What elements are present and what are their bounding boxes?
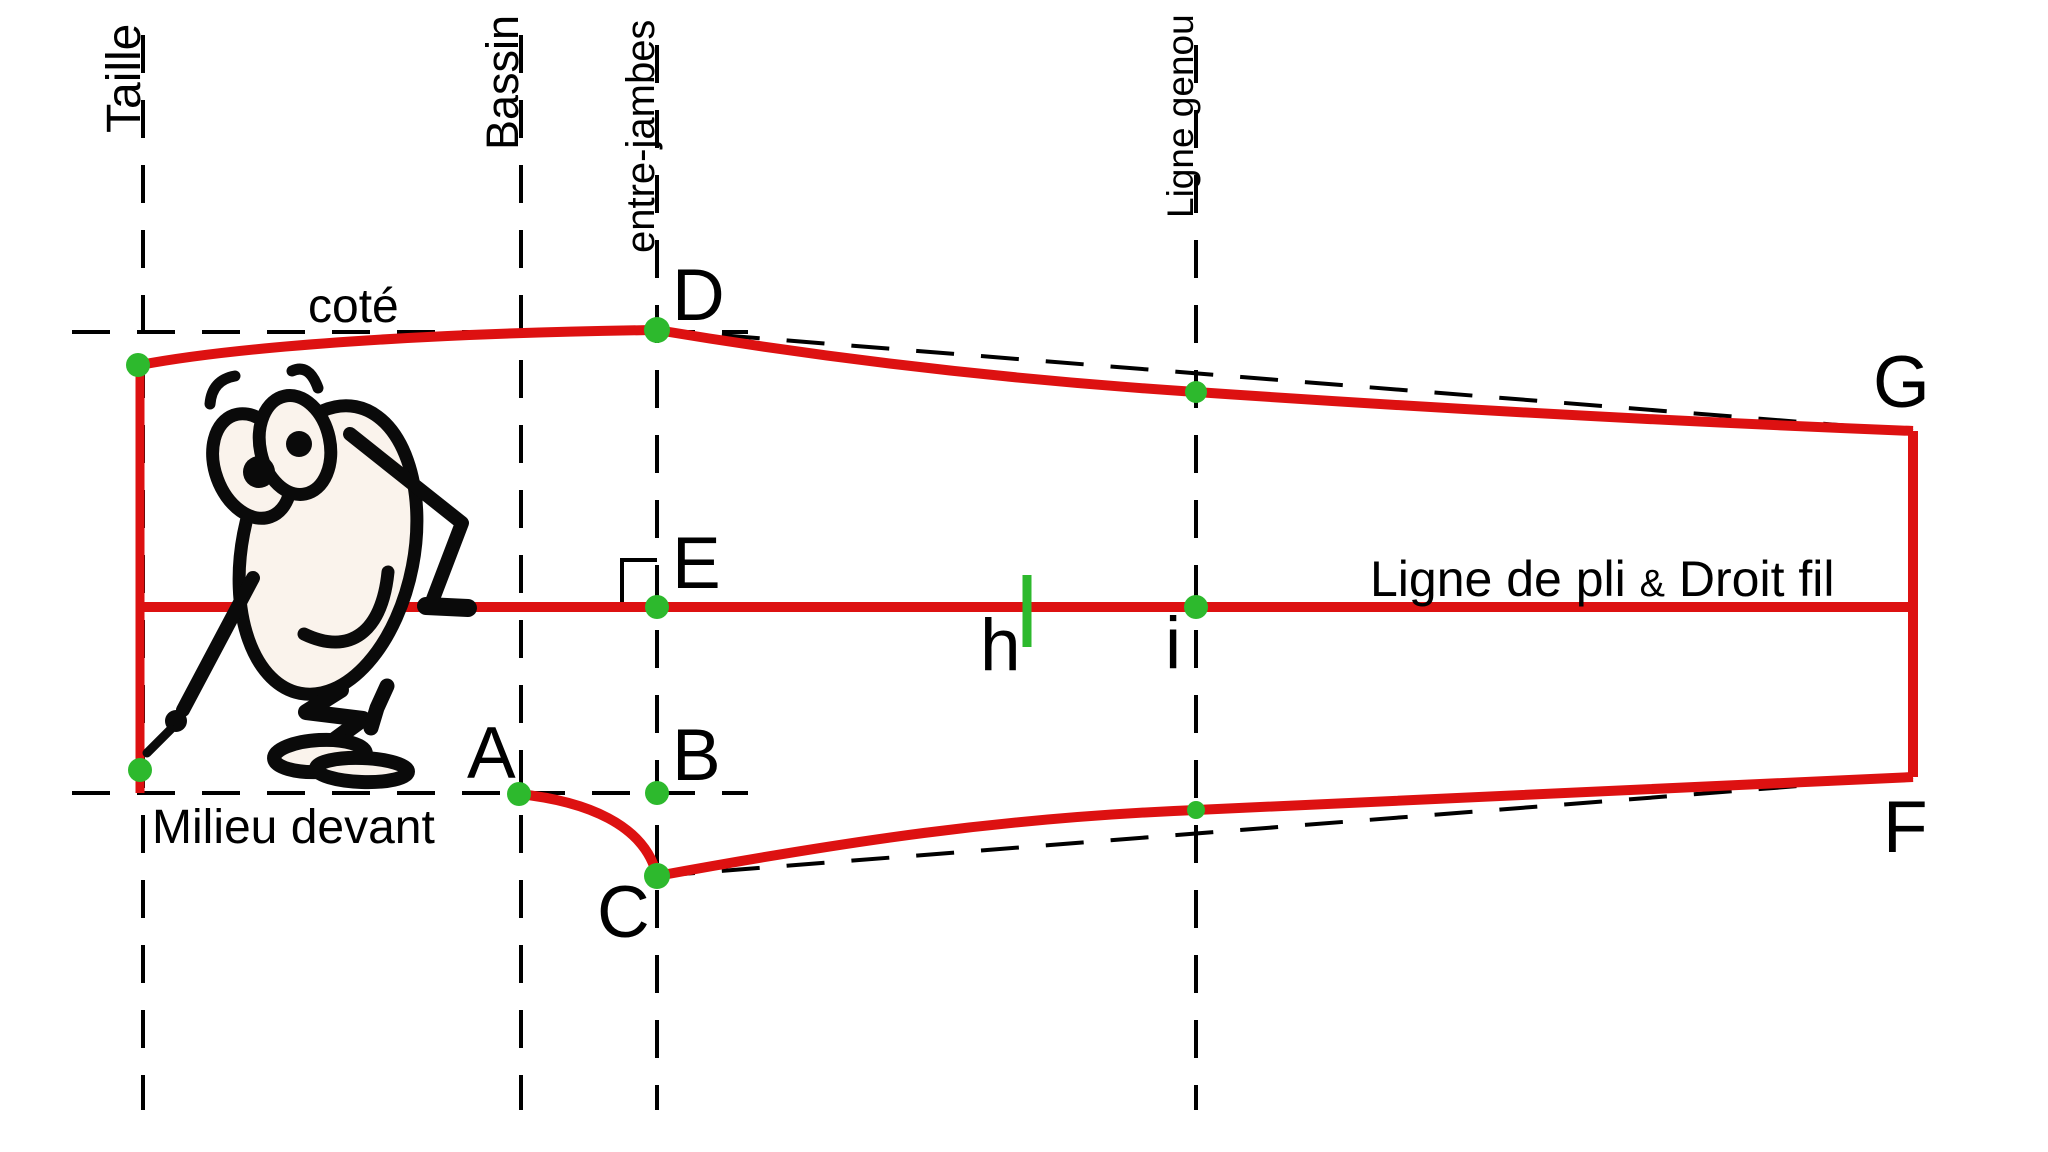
point-label-f: F	[1883, 787, 1928, 868]
figure-leg-back	[363, 678, 395, 736]
figure-arm-right	[343, 427, 469, 606]
cote-label: coté	[308, 280, 399, 333]
ligne-genou-label: Ligne genou	[1160, 14, 1201, 218]
point-label-g: G	[1873, 342, 1930, 423]
point-label-a: A	[467, 713, 516, 794]
figure-finger-left	[142, 724, 176, 758]
point-label-h: h	[980, 605, 1021, 686]
outseam-curve	[656, 325, 1914, 436]
point-markers	[126, 317, 1208, 889]
figure-pupil-right	[286, 431, 312, 457]
bassin-label: Bassin	[477, 15, 528, 150]
marker-point-e	[645, 595, 669, 619]
cartoon-figure	[142, 363, 477, 790]
figure-smile	[297, 565, 395, 649]
marker-waist-bottom	[128, 758, 152, 782]
c-f-construction-line	[656, 775, 1914, 878]
waist-to-crotch-top-edge	[139, 325, 658, 370]
right-angle-mark	[620, 558, 657, 604]
point-label-d: D	[672, 255, 725, 336]
d-g-construction-line	[656, 328, 1914, 433]
figure-hand-right	[417, 597, 477, 617]
marker-knee-top	[1185, 381, 1207, 403]
marker-point-d	[644, 317, 670, 343]
crotch-curve	[518, 789, 662, 878]
marker-point-c	[644, 863, 670, 889]
figure-eyebrow-right	[286, 363, 324, 394]
inseam-curve	[656, 772, 1914, 881]
fold-line-label-part1: Ligne de pli	[1370, 551, 1640, 607]
figure-eyebrow-left	[204, 370, 241, 410]
taille-label: Taille	[98, 24, 151, 133]
marker-point-i	[1184, 595, 1208, 619]
point-label-c: C	[597, 872, 650, 953]
fold-line-label-part2: Droit fil	[1665, 551, 1834, 607]
point-label-e: E	[672, 523, 721, 604]
fold-line-label-amp: &	[1640, 563, 1665, 605]
point-label-i: i	[1165, 603, 1181, 684]
entre-jambes-label: entre-jambes	[619, 20, 663, 253]
point-label-b: B	[672, 715, 721, 796]
figure-leg-front	[298, 682, 371, 749]
figure-foot-front	[309, 750, 415, 790]
marker-knee-bottom	[1187, 801, 1205, 819]
marker-point-a	[507, 782, 531, 806]
fold-line-label: Ligne de pli & Droit fil	[1370, 551, 1834, 607]
figure-arm-left	[176, 571, 260, 717]
marker-waist-top	[126, 353, 150, 377]
figure-pupil-left	[243, 456, 275, 488]
marker-point-b	[645, 781, 669, 805]
milieu-devant-label: Milieu devant	[152, 801, 435, 854]
